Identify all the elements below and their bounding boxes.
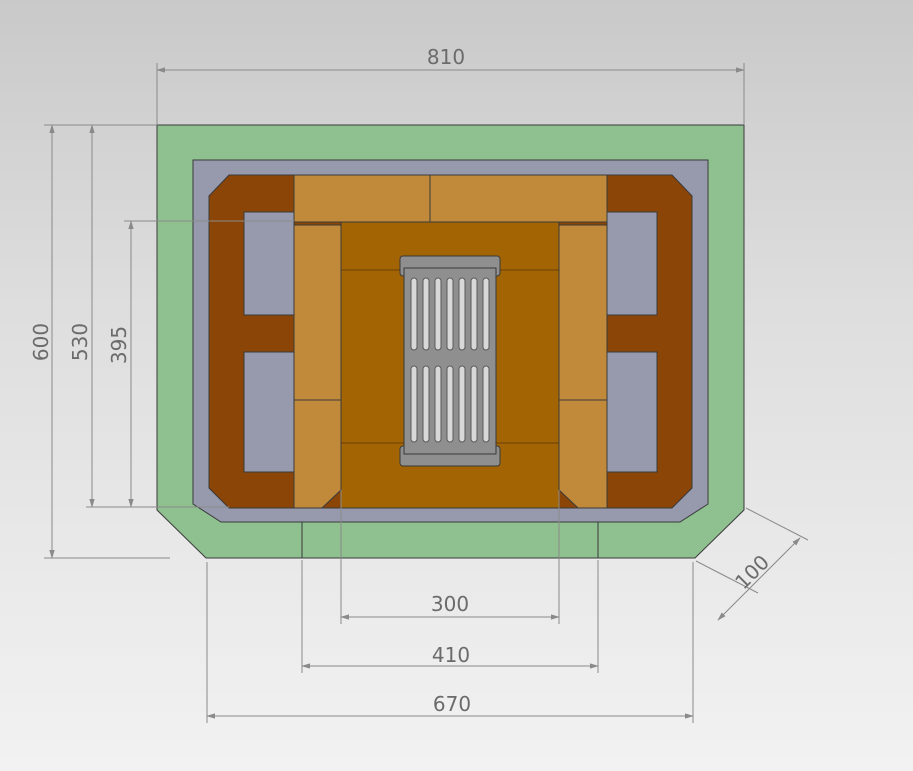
grate-slot — [470, 277, 478, 351]
grate-slot — [422, 365, 430, 443]
left-side-brick-upper — [293, 224, 342, 401]
dim-395-label: 395 — [107, 326, 131, 364]
dim-100-ext-top — [745, 507, 809, 541]
stove-body — [156, 124, 745, 559]
grate-slots — [410, 277, 490, 443]
right-side-brick-upper — [558, 224, 608, 401]
grate-slot — [446, 365, 454, 443]
grate-slot — [458, 365, 466, 443]
dim-410-label: 410 — [432, 643, 470, 667]
dim-530-label: 530 — [68, 323, 92, 361]
right-lower-opening — [606, 351, 658, 473]
top-brick-right — [429, 174, 608, 223]
left-upper-opening — [243, 211, 295, 316]
grate-slot — [410, 365, 418, 443]
dim-600-label: 600 — [29, 323, 53, 361]
dim-810-label: 810 — [427, 45, 465, 69]
dim-670-label: 670 — [433, 692, 471, 716]
grate-slot — [422, 277, 430, 351]
dim-100-label: 100 — [730, 550, 774, 594]
grate-slot — [482, 365, 490, 443]
grate-slot — [446, 277, 454, 351]
dim-100-line — [717, 537, 801, 621]
top-brick-left — [293, 174, 431, 223]
grate-slot — [410, 277, 418, 351]
left-lower-opening — [243, 351, 295, 473]
grate-slot — [434, 277, 442, 351]
grate-slot — [482, 277, 490, 351]
grate-slot — [470, 365, 478, 443]
left-side-brick-lower — [293, 399, 342, 509]
grate-slot — [458, 277, 466, 351]
grate-slot — [434, 365, 442, 443]
right-upper-opening — [606, 211, 658, 316]
right-side-brick-lower — [558, 399, 608, 509]
dim-300-label: 300 — [431, 592, 469, 616]
fire-grate — [399, 255, 501, 467]
dimensions: 810 600 530 395 300 410 670 10 — [29, 45, 809, 723]
